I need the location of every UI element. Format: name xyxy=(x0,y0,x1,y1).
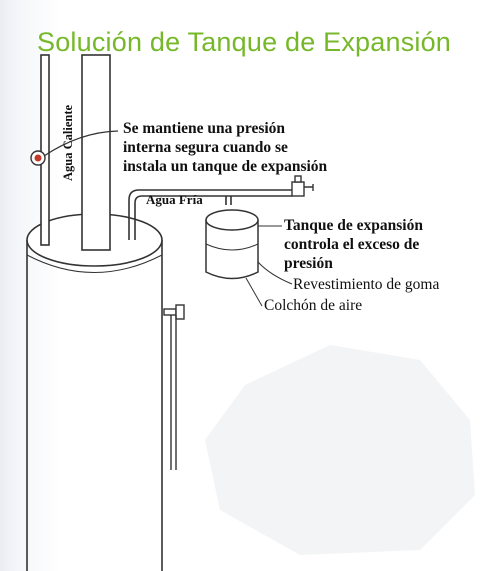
relief-valve xyxy=(163,304,185,470)
leader-lines xyxy=(245,225,293,307)
hot-water-pipe xyxy=(40,54,111,251)
tank-control-line-3: presión xyxy=(284,255,333,272)
rubber-lining-label: Revestimiento de goma xyxy=(293,276,440,293)
slide-title: Solución de Tanque de Expansión xyxy=(37,27,452,57)
tank-control-line-1: Tanque de expansión xyxy=(284,217,423,234)
hot-water-label: Agua Caliente xyxy=(61,104,75,181)
pressure-note-line-2: interna segura cuando se xyxy=(123,139,288,156)
pressure-note-line-3: instala un tanque de expansión xyxy=(123,158,328,175)
pressure-note-line-1: Se mantiene una presión xyxy=(123,120,286,137)
air-cushion-label: Colchón de aire xyxy=(264,297,363,314)
cold-water-label: Agua Fría xyxy=(146,192,203,207)
pressure-gauge-icon xyxy=(30,130,119,166)
expansion-tank xyxy=(205,209,259,280)
tank-control-line-2: controla el exceso de xyxy=(284,236,420,253)
background-shape xyxy=(205,345,475,555)
cold-water-pipe xyxy=(128,189,292,240)
water-heater xyxy=(26,213,163,571)
valve-icon xyxy=(291,175,314,197)
